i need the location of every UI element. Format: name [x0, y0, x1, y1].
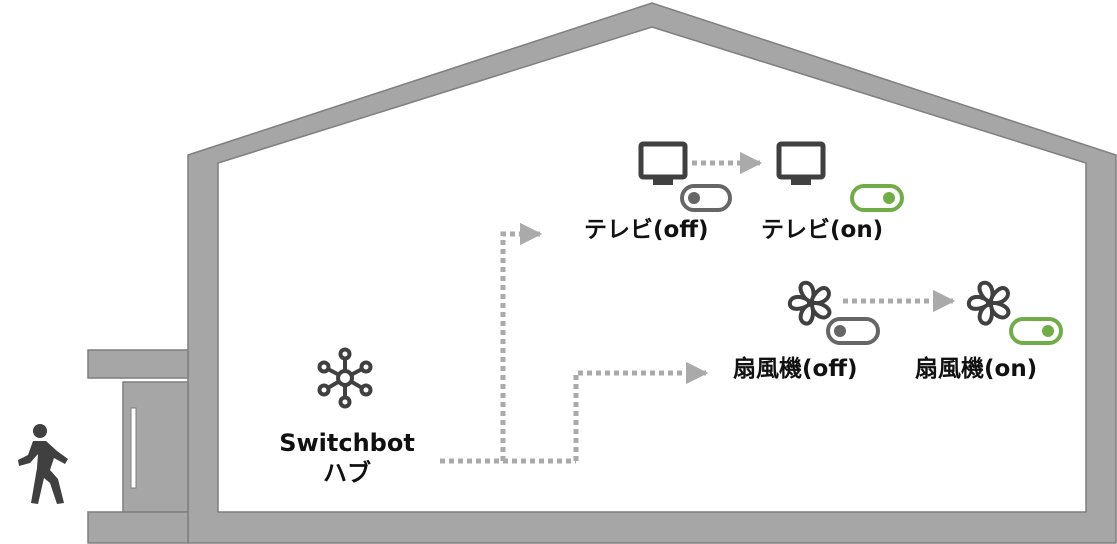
house: [87, 2, 1117, 544]
tv-off-label: テレビ(off): [584, 217, 709, 243]
hub-network-icon: [317, 347, 373, 409]
hub-label-line1: Switchbot: [279, 429, 415, 457]
fan-off-icon: [787, 280, 832, 326]
tv-toggle-off-icon: [680, 184, 732, 212]
fan-toggle-on-icon: [1009, 317, 1063, 345]
hub-to-fan-arrow: [573, 361, 709, 461]
tv-on-monitor-icon: [776, 141, 826, 185]
fan-toggle-off-icon: [826, 317, 880, 345]
fan-on-label: 扇風機(on): [915, 356, 1038, 382]
walking-person-icon: [18, 424, 68, 504]
tv-on-label: テレビ(on): [761, 217, 884, 243]
connectors: [440, 151, 956, 464]
fan-off-label: 扇風機(off): [733, 356, 858, 382]
entrance-canopy: [87, 349, 189, 379]
tv-off-monitor-icon: [638, 141, 688, 185]
door-handle: [130, 407, 137, 489]
hub-label-line2: ハブ: [323, 459, 371, 487]
hub-to-tv-arrow: [500, 222, 543, 461]
tv-toggle-on-icon: [850, 184, 904, 212]
fan-on-icon: [966, 280, 1011, 326]
entrance-step: [87, 511, 189, 544]
hub-label: Switchbot ハブ: [258, 428, 436, 488]
